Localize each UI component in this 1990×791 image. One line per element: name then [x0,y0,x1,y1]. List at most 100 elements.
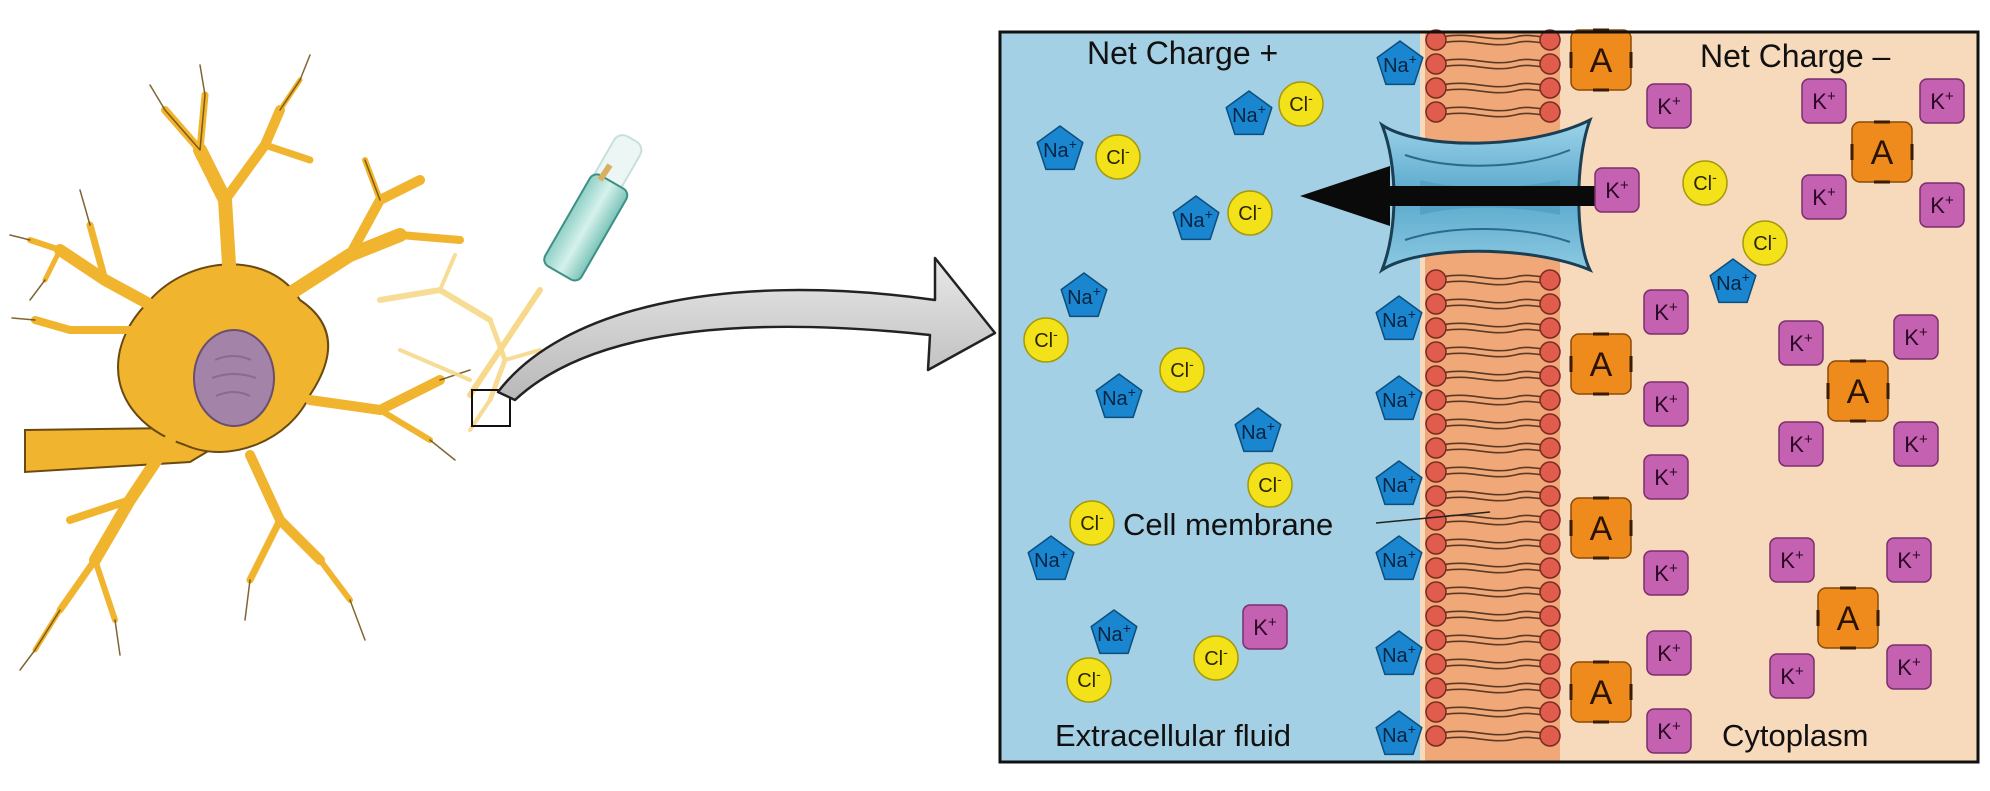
lipid-head [1539,413,1561,435]
ion-layer: Na+Na+Na+Na+Na+Na+Na+Na+Na+Na+Na+Na+Na+N… [1023,28,1965,756]
cell-membrane-pointer [1375,511,1491,524]
chloride-ion: Cl- [1095,134,1141,180]
lipid-head [1539,533,1561,555]
zoom-arrow [496,256,997,402]
membrane-panel-border [998,30,1980,764]
ion-label: Cl- [1289,90,1313,116]
ion-label: K+ [1654,299,1678,326]
ion-label: K+ [1930,88,1954,115]
chloride-ion: Cl- [1227,190,1273,236]
sodium-ion: Na+ [1095,373,1143,419]
sodium-ion: Na+ [1060,272,1108,318]
net-charge-right-label: Net Charge – [1700,38,1891,74]
anion-label: A [1590,42,1613,80]
anion: A [1826,359,1890,423]
anion: A [1850,120,1914,184]
potassium-ion: K+ [1643,454,1689,500]
lipid-head [1425,557,1447,579]
lipid-head [1425,77,1447,99]
zoom-region-box [471,389,511,427]
ion-label: K+ [1605,177,1629,204]
lipid-head [1539,365,1561,387]
neuron-nucleus [193,329,275,427]
sodium-ion: Na+ [1375,375,1423,421]
anion: A [1569,660,1633,724]
ion-label: K+ [1654,560,1678,587]
ion-label: K+ [1780,663,1804,690]
lipid-head [1425,29,1447,51]
neuron-illustration [9,54,542,671]
anion-label: A [1847,373,1870,411]
potassium-ion: K+ [1919,182,1965,228]
sodium-ion: Na+ [1027,535,1075,581]
lipid-head [1425,365,1447,387]
lipid-tails [1441,322,1544,334]
potassium-ion: K+ [1646,83,1692,129]
ion-label: K+ [1654,464,1678,491]
lipid-tails [1441,514,1544,526]
ion-label: K+ [1897,654,1921,681]
lipid-head [1425,653,1447,675]
anion-label: A [1590,346,1613,384]
chloride-ion: Cl- [1069,500,1115,546]
sodium-ion: Na+ [1375,295,1423,341]
anion: A [1569,332,1633,396]
ion-label: K+ [1789,330,1813,357]
ion-label: K+ [1812,184,1836,211]
lipid-head [1425,485,1447,507]
lipid-tails [1441,586,1544,598]
lipid-tails [1441,298,1544,310]
lipid-head [1425,725,1447,747]
lipid-head [1425,53,1447,75]
lipid-head [1425,269,1447,291]
lipid-head [1539,701,1561,723]
chloride-ion: Cl- [1278,81,1324,127]
lipid-head [1425,533,1447,555]
ion-label: Na+ [1241,418,1275,444]
potassium-ion: K+ [1643,381,1689,427]
potassium-ion: K+ [1801,174,1847,220]
ion-label: K+ [1654,391,1678,418]
potassium-ion: K+ [1893,421,1939,467]
lipid-head [1539,29,1561,51]
anion-label: A [1837,600,1860,638]
potassium-ion: K+ [1893,314,1939,360]
potassium-ion: K+ [1769,653,1815,699]
lipid-head [1539,389,1561,411]
lipid-head [1425,101,1447,123]
sodium-ion: Na+ [1375,460,1423,506]
lipid-head [1425,437,1447,459]
ion-label: Cl- [1693,169,1717,195]
ion-label: K+ [1657,718,1681,745]
lipid-head [1539,725,1561,747]
ion-label: Na+ [1382,471,1416,497]
lipid-tails [1441,442,1544,454]
lipid-tails [1441,34,1544,46]
potassium-ion: K+ [1242,604,1288,650]
lipid-head [1539,341,1561,363]
lipid-head [1425,629,1447,651]
ion-label: Cl- [1238,199,1262,225]
ion-label: Cl- [1106,143,1130,169]
ion-label: Cl- [1034,326,1058,352]
chloride-ion: Cl- [1682,160,1728,206]
ion-label: Na+ [1232,101,1266,127]
chloride-ion: Cl- [1023,317,1069,363]
lipid-head [1425,677,1447,699]
anion-label: A [1871,134,1894,172]
potassium-ion: K+ [1886,644,1932,690]
net-charge-left-label: Net Charge + [1087,35,1278,71]
lipid-head [1425,461,1447,483]
ion-label: Na+ [1034,546,1068,572]
ion-label: K+ [1780,547,1804,574]
ion-label: Cl- [1077,666,1101,692]
cell-membrane-label: Cell membrane [1123,507,1333,542]
lipid-tails [1441,562,1544,574]
ion-label: Cl- [1080,509,1104,535]
lipid-head [1539,101,1561,123]
potassium-ion: K+ [1778,320,1824,366]
sodium-ion: Na+ [1036,125,1084,171]
ion-label: Na+ [1382,641,1416,667]
